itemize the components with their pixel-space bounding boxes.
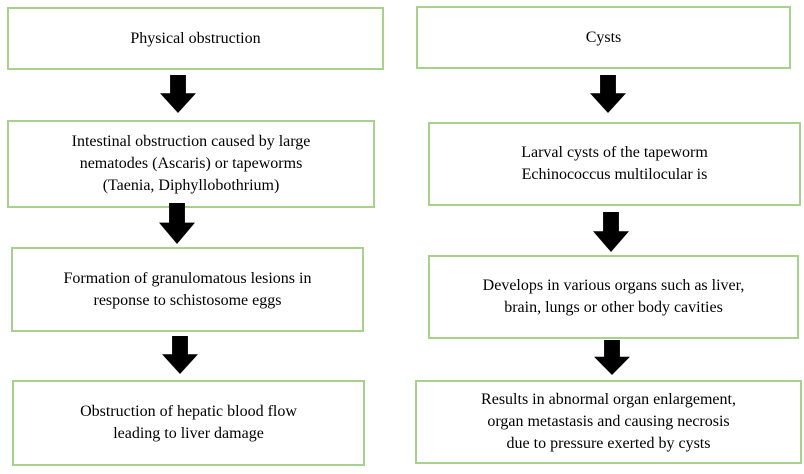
down-arrow-icon bbox=[162, 336, 198, 374]
down-arrow-icon bbox=[593, 212, 629, 252]
flow-box-hepatic-blood-flow-obstruction: Obstruction of hepatic blood flow leadin… bbox=[12, 380, 365, 466]
flow-box-intestinal-obstruction: Intestinal obstruction caused by large n… bbox=[7, 120, 375, 208]
flow-box-organ-development: Develops in various organs such as liver… bbox=[428, 255, 799, 339]
flow-box-larval-cysts: Larval cysts of the tapeworm Echinococcu… bbox=[428, 122, 801, 206]
down-arrow-icon bbox=[594, 340, 630, 375]
flow-box-organ-enlargement-necrosis: Results in abnormal organ enlargement, o… bbox=[415, 380, 802, 464]
down-arrow-icon bbox=[159, 203, 195, 244]
flow-box-cysts-header: Cysts bbox=[416, 6, 791, 69]
flow-box-granulomatous-lesions: Formation of granulomatous lesions in re… bbox=[11, 247, 364, 332]
flow-box-physical-obstruction-header: Physical obstruction bbox=[7, 7, 384, 70]
down-arrow-icon bbox=[590, 75, 626, 113]
down-arrow-icon bbox=[160, 75, 196, 113]
